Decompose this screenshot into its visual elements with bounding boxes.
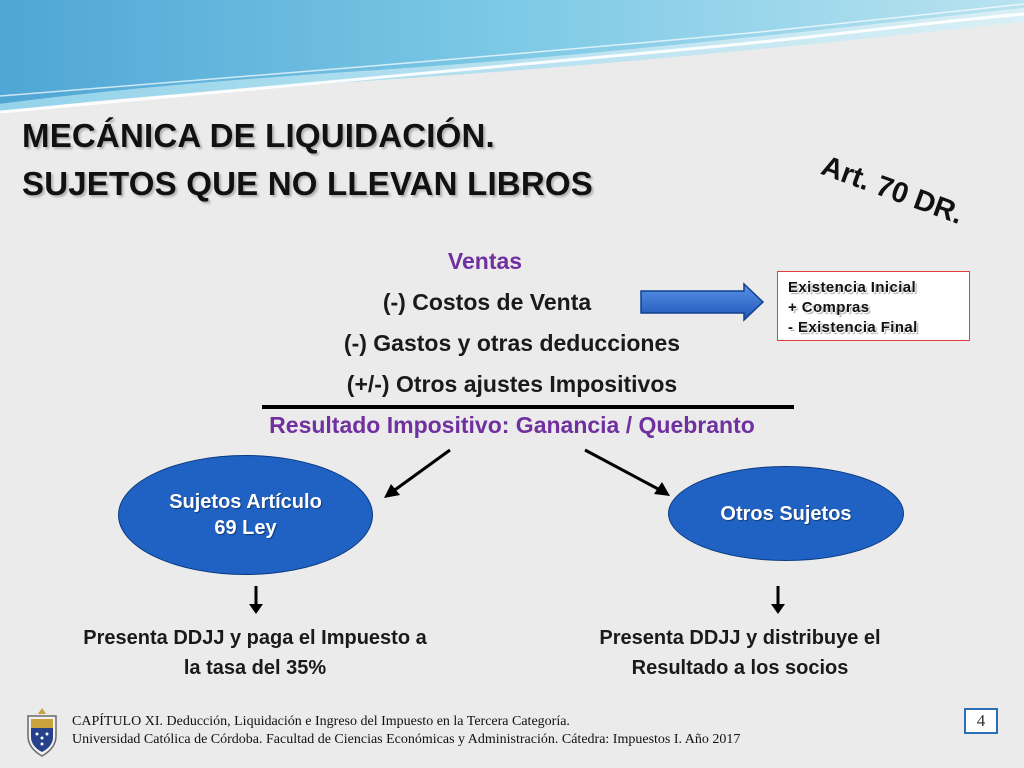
node-right-label: Otros Sujetos: [720, 502, 852, 525]
cost-box-line-2: + Compras: [788, 299, 870, 316]
title-line-2: SUJETOS QUE NO LLEVAN LIBROS: [22, 165, 593, 202]
right-result-line-2: Resultado a los socios: [631, 657, 849, 679]
diagonal-arrow-right-icon: [584, 448, 670, 496]
left-result-line-1: Presenta DDJJ y paga el Impuesto a: [83, 627, 427, 649]
node-left-line-2: 69 Ley: [214, 517, 277, 539]
footer-line-1: CAPÍTULO XI. Deducción, Liquidación e In…: [72, 714, 570, 729]
right-result-line-1: Presenta DDJJ y distribuye el: [599, 627, 881, 649]
node-left-line-1: Sujetos Artículo: [169, 491, 322, 513]
title-line-1: MECÁNICA DE LIQUIDACIÓN.: [22, 117, 495, 154]
footer-line-2: Universidad Católica de Córdoba. Faculta…: [72, 732, 741, 747]
result-divider: [262, 405, 794, 409]
sujetos-articulo-69-node: Sujetos Artículo 69 Ley: [118, 455, 373, 575]
right-arrow-icon: [640, 282, 765, 322]
left-result-text: Presenta DDJJ y paga el Impuesto a la ta…: [40, 623, 470, 683]
down-arrow-left-icon: [249, 586, 263, 614]
left-result-line-2: la tasa del 35%: [183, 657, 327, 679]
resultado-label: Resultado Impositivo: Ganancia / Quebran…: [269, 412, 755, 438]
costos-label: (-) Costos de Venta: [382, 289, 592, 315]
university-crest-icon: [27, 708, 57, 757]
cost-box-line-3: - Existencia Final: [788, 319, 918, 336]
right-result-text: Presenta DDJJ y distribuye el Resultado …: [560, 623, 920, 683]
header-wave-decoration: [0, 0, 1024, 114]
slide-title: MECÁNICA DE LIQUIDACIÓN. SUJETOS QUE NO …: [22, 112, 593, 208]
down-arrow-right-icon: [771, 586, 785, 614]
diagonal-arrow-left-icon: [384, 448, 451, 498]
ajustes-label: (+/-) Otros ajustes Impositivos: [346, 371, 678, 397]
footer: CAPÍTULO XI. Deducción, Liquidación e In…: [72, 713, 740, 749]
page-number: 4: [964, 708, 998, 734]
cost-box-line-1: Existencia Inicial: [788, 279, 917, 296]
cost-breakdown-box: Existencia Inicial + Compras - Existenci…: [777, 271, 970, 341]
otros-sujetos-node: Otros Sujetos: [668, 466, 904, 561]
ventas-label: Ventas: [447, 248, 523, 274]
gastos-label: (-) Gastos y otras deducciones: [343, 330, 681, 356]
